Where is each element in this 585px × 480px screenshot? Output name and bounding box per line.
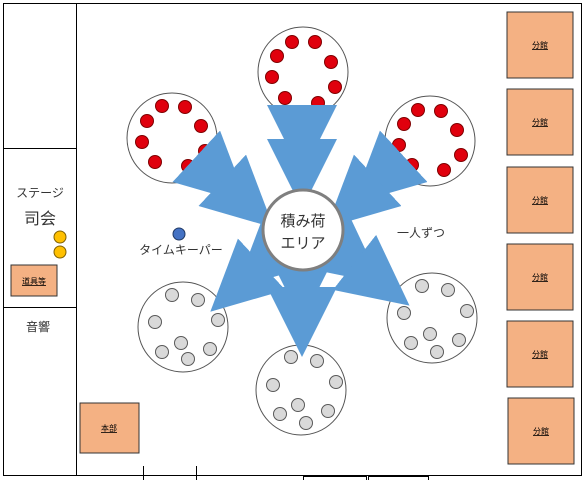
one-by-one-label: 一人ずつ [397, 226, 445, 240]
stage-label: ステージ [16, 186, 64, 200]
branch-box-4 [506, 243, 574, 311]
table-bottom [255, 344, 347, 436]
seat [135, 135, 149, 149]
seat [278, 91, 292, 105]
loading-area-line1: 積み荷 [280, 212, 325, 230]
table-lower-left [137, 281, 229, 373]
seat [437, 163, 451, 177]
seat [324, 55, 338, 69]
branch-label-5: 分館 [532, 349, 548, 359]
seat [434, 104, 448, 118]
seat [181, 159, 195, 173]
seat [423, 327, 437, 341]
hq-box [79, 402, 140, 454]
seat [321, 404, 335, 418]
seat [203, 342, 217, 356]
seat [265, 70, 279, 84]
seat [460, 304, 474, 318]
branch-label-4: 分館 [532, 272, 548, 282]
seat [397, 306, 411, 320]
props-label: 道具等 [22, 276, 46, 286]
seat [310, 354, 324, 368]
seat [392, 138, 406, 152]
seats-top [265, 35, 342, 110]
floor-box-1 [303, 476, 367, 480]
seat [411, 103, 425, 117]
seat [155, 99, 169, 113]
branch-box-2 [506, 88, 574, 156]
arrow-to-lower-left [210, 214, 312, 312]
seat [329, 375, 343, 389]
seat [404, 336, 418, 350]
arrow-to-lower-right [304, 212, 410, 306]
mc-marker-1 [53, 230, 67, 244]
timekeeper-marker [172, 227, 186, 241]
seats-lower-right [397, 279, 474, 359]
seat [174, 336, 188, 350]
seat [328, 80, 342, 94]
room-border [3, 3, 582, 476]
props-box [10, 264, 58, 297]
timekeeper-label: タイムキーパー [139, 243, 223, 257]
arrow-to-upper-left [172, 130, 274, 228]
arrow-to-upper-right [326, 130, 428, 228]
seat [291, 398, 305, 412]
table-upper-left [126, 92, 218, 184]
seat [198, 144, 212, 158]
branch-box-1 [506, 11, 574, 79]
seat [273, 407, 287, 421]
seat [194, 119, 208, 133]
seat [148, 155, 162, 169]
seat [165, 288, 179, 302]
arrows [172, 105, 428, 357]
seat [191, 293, 205, 307]
seat [284, 350, 298, 364]
loading-area-line2: エリア [280, 234, 325, 252]
seat [397, 117, 411, 131]
seat [405, 158, 419, 172]
seat [155, 345, 169, 359]
seat [452, 333, 466, 347]
table-lower-right [386, 272, 478, 364]
mc-marker-2 [53, 245, 67, 259]
seat [181, 352, 195, 366]
room-walls [3, 3, 582, 480]
sound-label: 音響 [26, 319, 50, 334]
seat [299, 416, 313, 430]
seat [266, 378, 280, 392]
seat [285, 35, 299, 49]
seat [430, 345, 444, 359]
seat [415, 279, 429, 293]
seat [148, 315, 162, 329]
seat [140, 114, 154, 128]
table-upper-right [384, 95, 476, 187]
table-top [257, 26, 349, 118]
branch-box-6 [507, 397, 575, 465]
floor-box-2 [368, 476, 429, 480]
seat [211, 313, 225, 327]
seats-lower-left [148, 288, 225, 366]
hq-label: 本部 [101, 423, 117, 433]
seat [178, 100, 192, 114]
seat [441, 283, 455, 297]
branch-column: 分館 分館 分館 分館 分館 分館 [506, 11, 575, 465]
seat [308, 35, 322, 49]
branch-label-3: 分館 [532, 195, 548, 205]
seat [270, 49, 284, 63]
branch-label-6: 分館 [533, 426, 549, 436]
branch-box-3 [506, 166, 574, 234]
seat [450, 123, 464, 137]
branch-label-2: 分館 [532, 117, 548, 127]
loading-area [261, 188, 345, 272]
seat [454, 148, 468, 162]
branch-box-5 [506, 320, 574, 388]
mc-label: 司会 [24, 209, 56, 228]
branch-label-1: 分館 [532, 40, 548, 50]
seat [311, 96, 325, 110]
